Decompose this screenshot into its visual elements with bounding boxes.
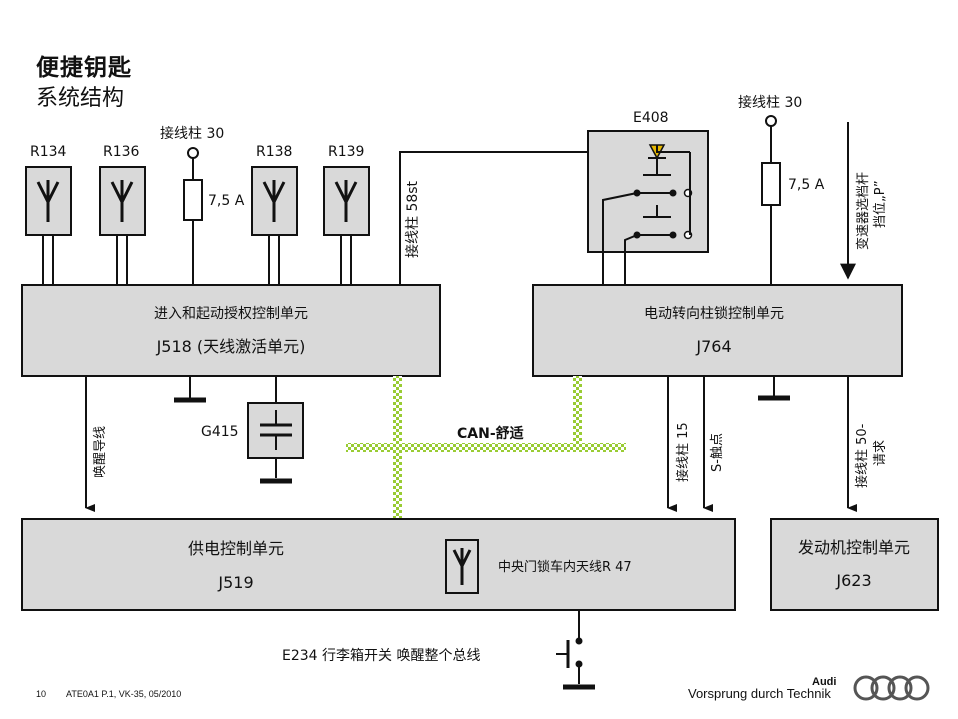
antenna-r138-label: R138	[256, 144, 292, 160]
gear-selector-signal: 变速器选档杆 挡位„P”	[840, 122, 888, 280]
antenna-r136-label: R136	[103, 144, 140, 160]
terminal-50-label-1: 接线柱 50-	[854, 423, 870, 488]
fuse-left	[183, 179, 203, 221]
antenna-r139-label: R139	[328, 144, 364, 160]
terminal-15-label: 接线柱 15	[675, 422, 691, 482]
terminal-30-left: 接线柱 30 7,5 A	[160, 125, 245, 285]
antenna-r136: R136	[99, 144, 146, 285]
fuse-right	[761, 162, 781, 206]
audi-rings-logo	[853, 675, 930, 701]
page-number: 10	[36, 689, 47, 699]
switch-e408: E408	[587, 110, 709, 285]
fuse-right-label: 7,5 A	[788, 177, 825, 193]
switch-e234-label: E234 行李箱开关 唤醒整个总线	[282, 647, 480, 664]
wake-line: 唤醒导线	[85, 376, 108, 512]
control-unit-j623: 发动机控制单元 J623	[770, 518, 939, 611]
j764-name: 电动转向柱锁控制单元	[644, 306, 784, 322]
s-contact-line: S-触点	[703, 376, 725, 512]
antenna-r138: R138	[251, 144, 298, 285]
switch-e234: E234 行李箱开关 唤醒整个总线	[282, 610, 595, 690]
j623-code: J623	[835, 571, 871, 590]
sensor-g415-label: G415	[201, 424, 239, 440]
wake-line-label: 唤醒导线	[93, 426, 108, 478]
switch-e408-label: E408	[633, 110, 669, 126]
antenna-r134-label: R134	[30, 144, 67, 160]
j764-code: J764	[695, 337, 731, 356]
j518-code: J518 (天线激活单元)	[156, 337, 306, 356]
j519-code: J519	[217, 573, 253, 592]
s-contact-label: S-触点	[710, 433, 725, 472]
control-unit-j764: 电动转向柱锁控制单元 J764	[532, 284, 903, 377]
control-unit-j518: 进入和起动授权控制单元 J518 (天线激活单元)	[21, 284, 441, 377]
sensor-g415: G415	[201, 376, 304, 484]
brand-slogan: Vorsprung durch Technik	[688, 686, 831, 701]
antenna-r139: R139	[323, 144, 370, 285]
terminal-50-line: 接线柱 50- 请求	[847, 376, 888, 512]
terminal-58st-label: 接线柱 58st	[404, 180, 421, 258]
j623-name: 发动机控制单元	[798, 538, 910, 557]
j519-name: 供电控制单元	[188, 539, 284, 558]
terminal-30-left-label: 接线柱 30	[160, 125, 224, 142]
can-bus: CAN-舒适	[346, 376, 626, 519]
ground-j764	[758, 376, 790, 401]
antenna-r47-label: 中央门锁车内天线R 47	[498, 559, 632, 575]
terminal-30-right: 接线柱 30 7,5 A	[738, 94, 825, 285]
antenna-r134: R134	[25, 144, 72, 285]
terminal-30-right-label: 接线柱 30	[738, 94, 802, 111]
control-unit-j519: 供电控制单元 J519 中央门锁车内天线R 47	[21, 518, 736, 611]
footer: 10 ATE0A1 P.1, VK-35, 05/2010	[36, 689, 199, 699]
brand-name: Audi	[812, 676, 837, 688]
fuse-left-label: 7,5 A	[208, 193, 245, 209]
gear-selector-label-2: 挡位„P”	[873, 180, 888, 228]
page-subtitle: 系统结构	[36, 86, 125, 111]
page-title: 便捷钥匙	[36, 55, 132, 81]
ground-j518	[174, 376, 206, 403]
document-reference: ATE0A1 P.1, VK-35, 05/2010	[66, 689, 182, 699]
gear-selector-label-1: 变速器选档杆	[855, 172, 871, 250]
can-bus-label: CAN-舒适	[457, 425, 524, 442]
terminal-15-line: 接线柱 15	[667, 376, 691, 512]
terminal-50-label-2: 请求	[873, 440, 888, 466]
j518-name: 进入和起动授权控制单元	[154, 306, 308, 322]
